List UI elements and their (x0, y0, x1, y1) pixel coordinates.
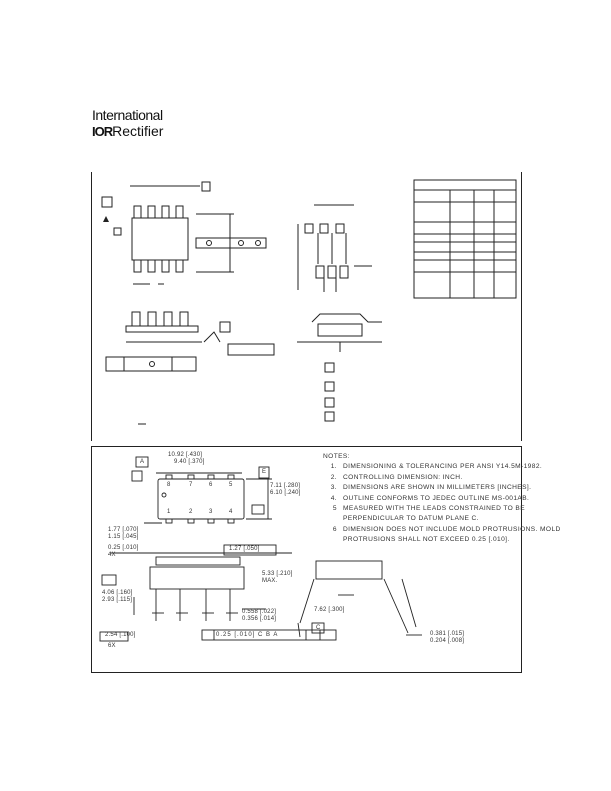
dim-length: 10.92 [.430] 9.40 [.370] (168, 452, 205, 466)
pin-1-label: 1 (167, 509, 171, 515)
dim-height: 5.33 [.210] MAX. (262, 571, 293, 585)
company-logo: International IORRectifier (92, 108, 163, 138)
note-item: 3.DIMENSIONS ARE SHOWN IN MILLIMETERS [I… (330, 484, 532, 492)
dim-lead-thickness: 0.381 [.015] 0.204 [.008] (430, 631, 464, 645)
dim-lead-thickness-min: 0.204 [.008] (430, 638, 465, 644)
note-item: 1.DIMENSIONING & TOLERANCING PER ANSI Y1… (330, 463, 543, 471)
feature-control-frame: 0.25 [.010] C B A (216, 632, 279, 638)
logo-line-2: IORRectifier (92, 124, 163, 138)
dim-pitch-half: 1.27 [.050] (229, 546, 260, 552)
pin-6-label: 6 (209, 482, 213, 488)
pdip8-outline-drawing (99, 456, 422, 642)
pin-3-label: 3 (209, 509, 213, 515)
dim-lead-thickness-max: 0.381 [.015] (430, 631, 465, 637)
pin-5-label: 5 (229, 482, 233, 488)
dim-seating-max: 4.06 [.160] (102, 590, 133, 596)
dim-seating-min: 2.93 [.115] (102, 597, 133, 603)
pdip8-outline-panel: 10.92 [.430] 9.40 [.370] 7.11 [.280] 6.1… (91, 446, 522, 673)
dim-lead-width-min: 0.356 [.014] (242, 616, 277, 622)
dim-lead-width: 0.558 [.022] 0.356 [.014] (242, 609, 276, 623)
ior-logo-mark: IOR (92, 124, 113, 139)
note-item: PROTRUSIONS SHALL NOT EXCEED 0.25 [.010]… (343, 536, 510, 544)
package-top-view (131, 217, 189, 261)
so8-outline-drawing (101, 179, 517, 425)
dim-lead-shoulder-min: 1.15 [.045] (108, 534, 139, 540)
pdip-package-top (157, 478, 245, 520)
dim-length-max: 10.92 [.430] (168, 452, 203, 458)
dim-width-min: 6.10 [.240] (270, 490, 301, 496)
dim-standoff-value: 0.25 [.010] (108, 545, 139, 551)
note-item: 4.OUTLINE CONFORMS TO JEDEC OUTLINE MS-0… (330, 494, 530, 502)
dim-standoff-count: 4X (108, 552, 116, 558)
pdip-end-view (315, 560, 383, 580)
pin-8-label: 8 (167, 482, 171, 488)
dim-height-value: 5.33 [.210] (262, 571, 293, 577)
dim-lead-shoulder-max: 1.77 [.070] (108, 527, 139, 533)
datum-e-label: E (262, 469, 267, 475)
dim-standoff: 0.25 [.010] 4X (108, 545, 139, 559)
datum-c-label: C (316, 625, 321, 631)
pin-4-label: 4 (229, 509, 233, 515)
dimension-table (413, 179, 517, 299)
dim-width: 7.11 [.280] 6.10 [.240] (270, 483, 301, 497)
dim-height-max: MAX. (262, 578, 278, 584)
dim-pitch-count: 6X (108, 643, 116, 649)
datum-a-label: A (140, 459, 145, 465)
dim-seating: 4.06 [.160] 2.93 [.115] (102, 590, 133, 604)
dim-row-spacing: 7.62 [.300] (314, 607, 345, 613)
logo-rectifier: Rectifier (112, 123, 164, 139)
notes-title: NOTES: (323, 453, 350, 460)
pin-2-label: 2 (189, 509, 193, 515)
dim-width-max: 7.11 [.280] (270, 483, 301, 489)
note-item: 2.CONTROLLING DIMENSION: INCH. (330, 473, 463, 481)
package-notes: NOTES: 1.DIMENSIONING & TOLERANCING PER … (323, 452, 561, 546)
logo-line-1: International (92, 107, 163, 123)
dim-length-min: 9.40 [.370] (174, 459, 205, 465)
note-item: PERPENDICULAR TO DATUM PLANE C. (343, 515, 479, 523)
dim-lead-shoulder: 1.77 [.070] 1.15 [.045] (108, 527, 139, 541)
dim-lead-width-max: 0.558 [.022] (242, 609, 277, 615)
dim-pitch: 2.54 [.100] (105, 632, 136, 638)
pin-7-label: 7 (189, 482, 193, 488)
so8-outline-panel (91, 172, 522, 441)
